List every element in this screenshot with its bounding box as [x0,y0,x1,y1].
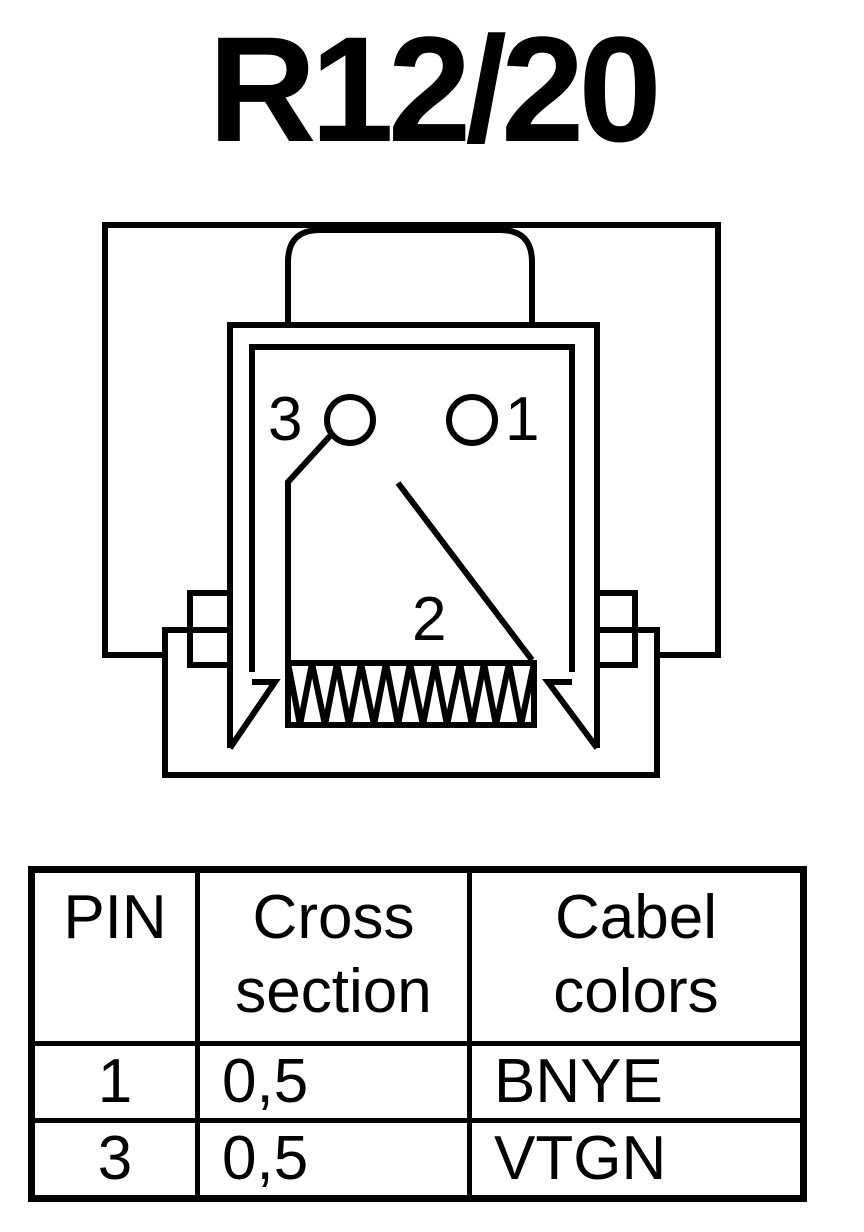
table-header-row: PIN Cross section Cabel colors [29,867,806,1046]
cell-pin: 1 [29,1041,200,1123]
table-row: 3 0,5 VTGN [29,1118,806,1201]
page-title: R12/20 [208,5,662,173]
header-cable-colors-line-2: colors [553,957,719,1026]
cell-pin: 3 [29,1118,200,1201]
cell-colors: VTGN [467,1118,806,1201]
insert-frame-outer [227,322,600,748]
left-wedge [227,679,281,750]
cable-clamp-zigzag [285,662,537,726]
bottom-cup [162,627,660,778]
header-cross-section: Cross section [195,867,472,1046]
pin-label-3: 3 [268,385,302,454]
pin-1-contact [446,394,498,446]
pin-label-2: 2 [412,585,446,654]
header-cable-colors: Cabel colors [467,867,806,1046]
connector-diagram: 3 1 2 [102,222,721,778]
cell-colors: BNYE [467,1041,806,1123]
pin-assignment-table: PIN Cross section Cabel colors 1 0,5 BNY… [28,866,807,1202]
pin-label-1: 1 [505,385,539,454]
insert-frame-inner [249,344,575,672]
header-cable-colors-line-1: Cabel [555,883,717,952]
cell-cross-section: 0,5 [195,1118,472,1201]
top-tab [285,227,535,322]
header-cross-section-line-2: section [235,957,432,1026]
cell-cross-section: 0,5 [195,1041,472,1123]
pin-3-contact [324,394,376,446]
right-wedge [542,679,600,750]
outer-housing [102,222,721,658]
pin-2-wire [395,481,535,662]
header-pin: PIN [29,867,200,1046]
pin-3-wire [285,433,333,665]
table-row: 1 0,5 BNYE [29,1041,806,1123]
header-cross-section-line-1: Cross [252,883,415,952]
